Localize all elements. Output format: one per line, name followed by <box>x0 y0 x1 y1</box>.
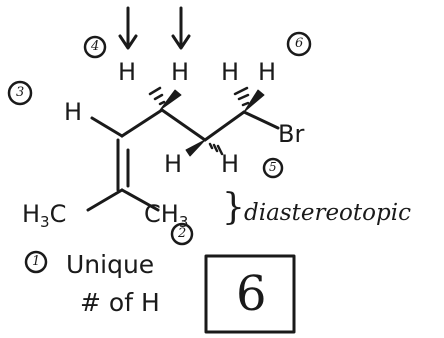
h-atom-top-1: H <box>118 58 137 86</box>
methyl-right: CH3 <box>144 200 189 231</box>
label-number-3: 3 <box>16 85 25 100</box>
count-label: # of H <box>80 288 160 317</box>
solid-wedge-c3 <box>159 89 182 111</box>
curly-brace: } <box>222 187 245 228</box>
diastereotopic-note: diastereotopic <box>244 200 411 226</box>
hashed-wedge-c3-h <box>148 86 166 106</box>
arrow-down-icon-1 <box>118 6 138 50</box>
label-number-6: 6 <box>295 36 304 51</box>
h-atom-vinyl: H <box>64 98 83 126</box>
bond-c1-methyl-left <box>86 188 124 212</box>
bond-c2-c3 <box>120 108 164 138</box>
label-number-4: 4 <box>91 39 100 54</box>
circle-mark-3 <box>7 80 33 106</box>
circle-mark-5 <box>262 157 284 179</box>
solid-wedge-c5 <box>243 89 265 113</box>
bond-c1-methyl-right <box>120 188 160 212</box>
circle-mark-4 <box>83 35 107 59</box>
answer-value: 6 <box>236 266 267 322</box>
bond-c3-c4 <box>160 108 207 142</box>
h-atom-top-3: H <box>221 58 240 86</box>
label-number-2: 2 <box>178 226 187 241</box>
circle-mark-2 <box>170 222 194 246</box>
hashed-wedge-c5-h <box>233 86 250 107</box>
bond-c4-c5 <box>203 110 246 142</box>
h-atom-top-4: H <box>258 58 277 86</box>
circle-mark-1 <box>24 250 48 274</box>
circle-mark-6 <box>286 31 312 57</box>
answer-box <box>204 254 296 334</box>
h-atom-top-2: H <box>171 58 190 86</box>
solid-wedge-c4 <box>185 139 206 157</box>
h-atom-lower-2: H <box>221 150 240 178</box>
bromine-atom: Br <box>278 120 305 148</box>
h-atom-lower-1: H <box>164 150 183 178</box>
label-number-1: 1 <box>32 254 41 269</box>
methyl-left: H3C <box>22 200 67 231</box>
bond-c5-br <box>242 110 280 130</box>
hashed-wedge-c4-h <box>208 142 224 156</box>
bond-vinylH-c2 <box>90 116 124 138</box>
arrow-down-icon-2 <box>171 6 191 50</box>
unique-label: Unique <box>66 250 155 279</box>
label-number-5: 5 <box>269 160 277 174</box>
